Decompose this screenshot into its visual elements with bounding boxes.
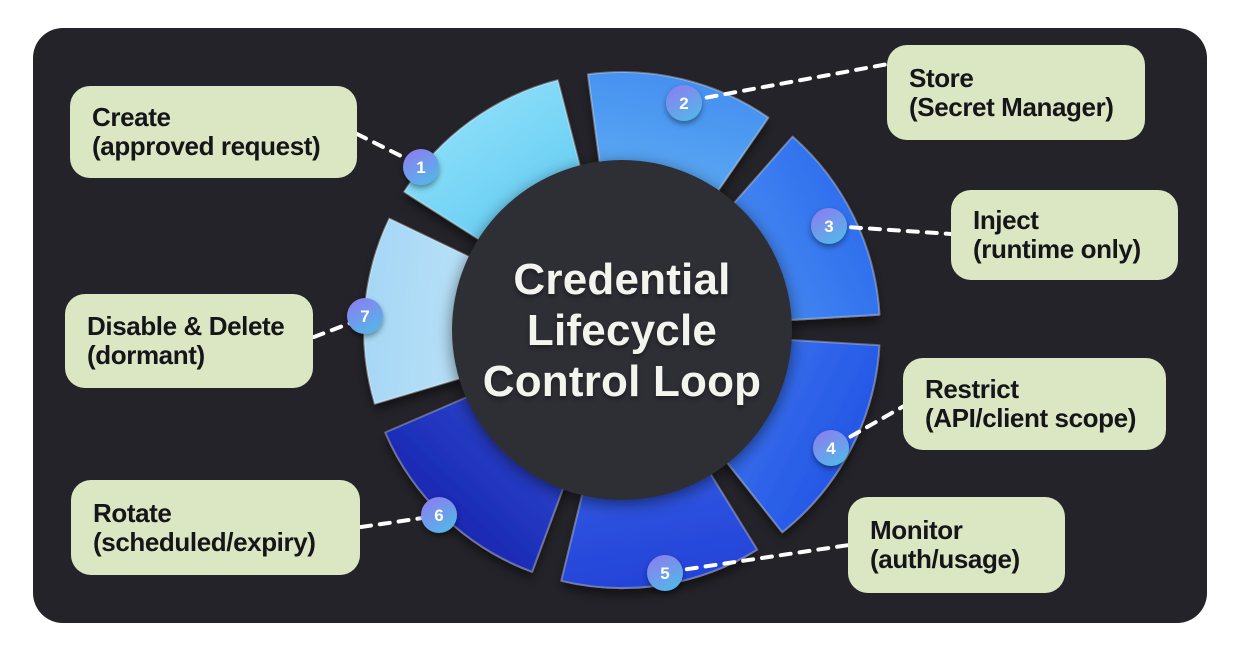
badge-circle [421,497,457,533]
step-label: Rotate [93,497,172,528]
badge-number: 5 [660,564,669,583]
badge-number: 7 [360,307,369,326]
step-badge-7: 7 [347,298,383,334]
step-label: Restrict [925,374,1019,404]
step-badge-6: 6 [421,497,457,533]
step-badge-2: 2 [666,85,702,121]
step-sublabel: (approved request) [92,131,321,161]
badge-circle [347,298,383,334]
step-box-disable-delete: Disable & Delete (dormant) [65,294,313,388]
badge-number: 4 [826,439,836,458]
step-label: Store [909,62,974,93]
badge-number: 1 [416,158,425,177]
step-box-rotate: Rotate (scheduled/expiry) [71,480,360,575]
step-sublabel: (runtime only) [973,234,1141,264]
step-box-restrict: Restrict (API/client scope) [903,358,1166,450]
step-label: Monitor [870,515,963,545]
badge-number: 6 [434,506,443,525]
badge-circle [403,149,439,185]
wheel-title-line-3: Control Loop [482,357,762,406]
step-badge-3: 3 [811,208,847,244]
wheel-title-line-2: Lifecycle [526,306,718,355]
step-sublabel: (auth/usage) [870,544,1020,574]
badge-number: 3 [824,217,833,236]
step-box-create: Create (approved request) [70,86,357,178]
wheel-title-line-1: Credential [513,255,731,304]
step-box-monitor: Monitor (auth/usage) [848,497,1065,593]
step-badge-4: 4 [813,430,849,466]
step-badge-1: 1 [403,149,439,185]
badge-circle [666,85,702,121]
step-label: Disable & Delete [87,311,285,341]
step-badge-5: 5 [647,555,683,591]
badge-number: 2 [679,94,688,113]
badge-circle [811,208,847,244]
step-label: Inject [973,205,1039,235]
step-sublabel: (Secret Manager) [909,91,1114,122]
step-label: Create [92,102,171,132]
connector-line-4 [832,404,906,448]
connector-line-5 [666,543,851,574]
badge-circle [813,430,849,466]
step-box-inject: Inject (runtime only) [951,190,1178,280]
step-sublabel: (dormant) [87,340,205,370]
step-box-store: Store (Secret Manager) [887,45,1145,140]
wheel-hub [452,160,792,500]
connector-line-2 [686,62,890,103]
connector-line-3 [830,224,953,236]
badge-circle [647,555,683,591]
step-sublabel: (API/client scope) [925,403,1136,433]
wheel-title: Credential Lifecycle Control Loop [442,254,802,407]
step-sublabel: (scheduled/expiry) [93,526,316,557]
